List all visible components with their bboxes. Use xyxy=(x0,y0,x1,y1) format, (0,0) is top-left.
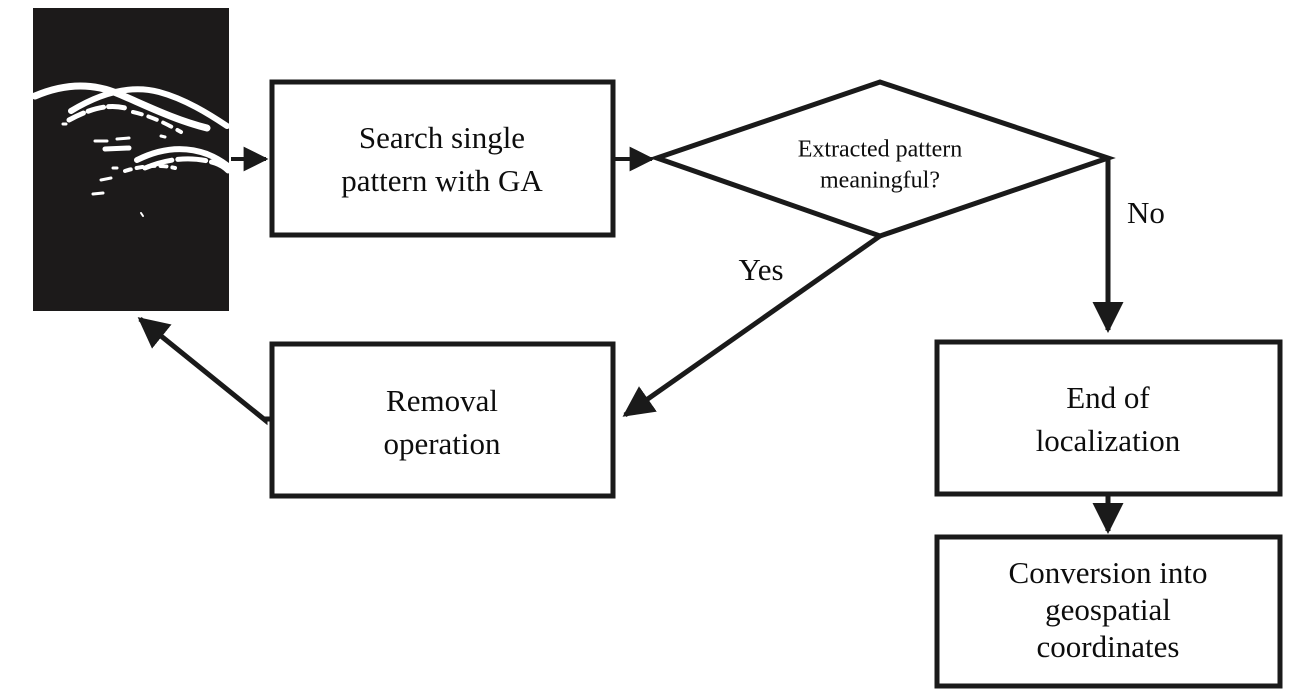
node-conversion-label-line2: geospatial xyxy=(1045,592,1171,627)
edge-label-no: No xyxy=(1127,195,1165,230)
radargram-image xyxy=(33,8,229,311)
node-conversion-label-line1: Conversion into xyxy=(1009,555,1208,590)
node-decision-label-line1: Extracted pattern xyxy=(798,137,963,163)
node-end-label-line1: End of xyxy=(1066,380,1150,415)
node-end-label-line2: localization xyxy=(1036,423,1181,458)
node-search-label-line2: pattern with GA xyxy=(341,163,543,198)
node-conversion-label-line3: coordinates xyxy=(1037,629,1180,664)
node-conversion-geospatial xyxy=(934,534,1283,689)
edge-decision-yes xyxy=(622,233,882,418)
node-search-label-line1: Search single xyxy=(359,120,525,155)
node-end-of-localization xyxy=(934,339,1283,497)
node-removal-operation xyxy=(269,341,616,499)
node-search-single-pattern xyxy=(269,79,616,238)
edge-label-yes: Yes xyxy=(738,252,783,287)
node-decision-label-line2: meaningful? xyxy=(820,168,940,194)
edge-removal-to-image xyxy=(137,317,272,426)
node-removal-label-line2: operation xyxy=(383,426,501,461)
node-removal-label-line1: Removal xyxy=(386,383,498,418)
radargram-pattern-graphic xyxy=(33,8,229,311)
